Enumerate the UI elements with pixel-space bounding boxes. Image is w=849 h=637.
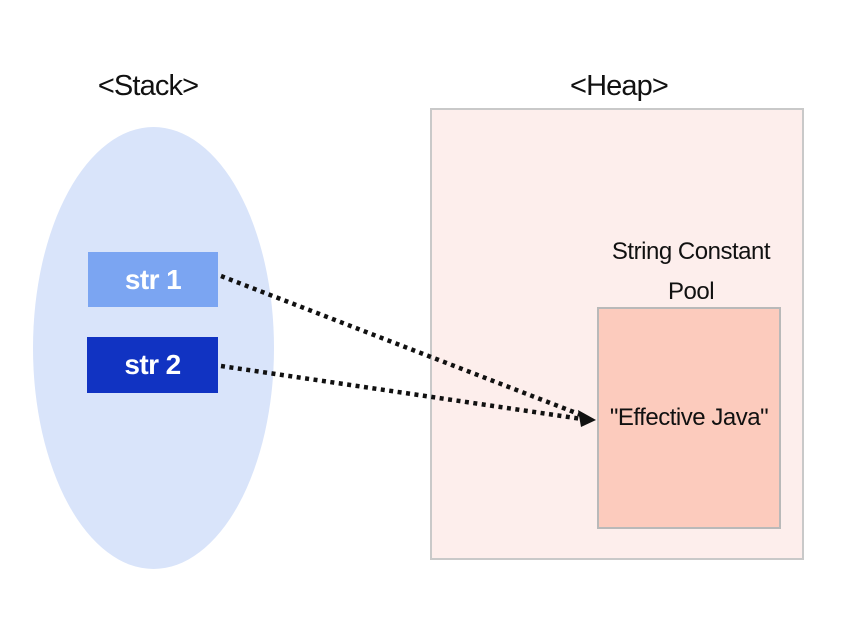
stack-label: <Stack> — [97, 70, 199, 102]
string-constant-pool-title: String Constant Pool — [611, 238, 771, 305]
heap-region-box: String Constant Pool "Effective Java" — [430, 108, 804, 560]
pooled-string-literal: "Effective Java" — [609, 404, 769, 431]
heap-label: <Heap> — [570, 70, 669, 102]
stack-variable-str2: str 2 — [87, 337, 218, 393]
string-constant-pool-box: "Effective Java" — [597, 307, 781, 529]
stack-variable-str1: str 1 — [88, 252, 218, 307]
